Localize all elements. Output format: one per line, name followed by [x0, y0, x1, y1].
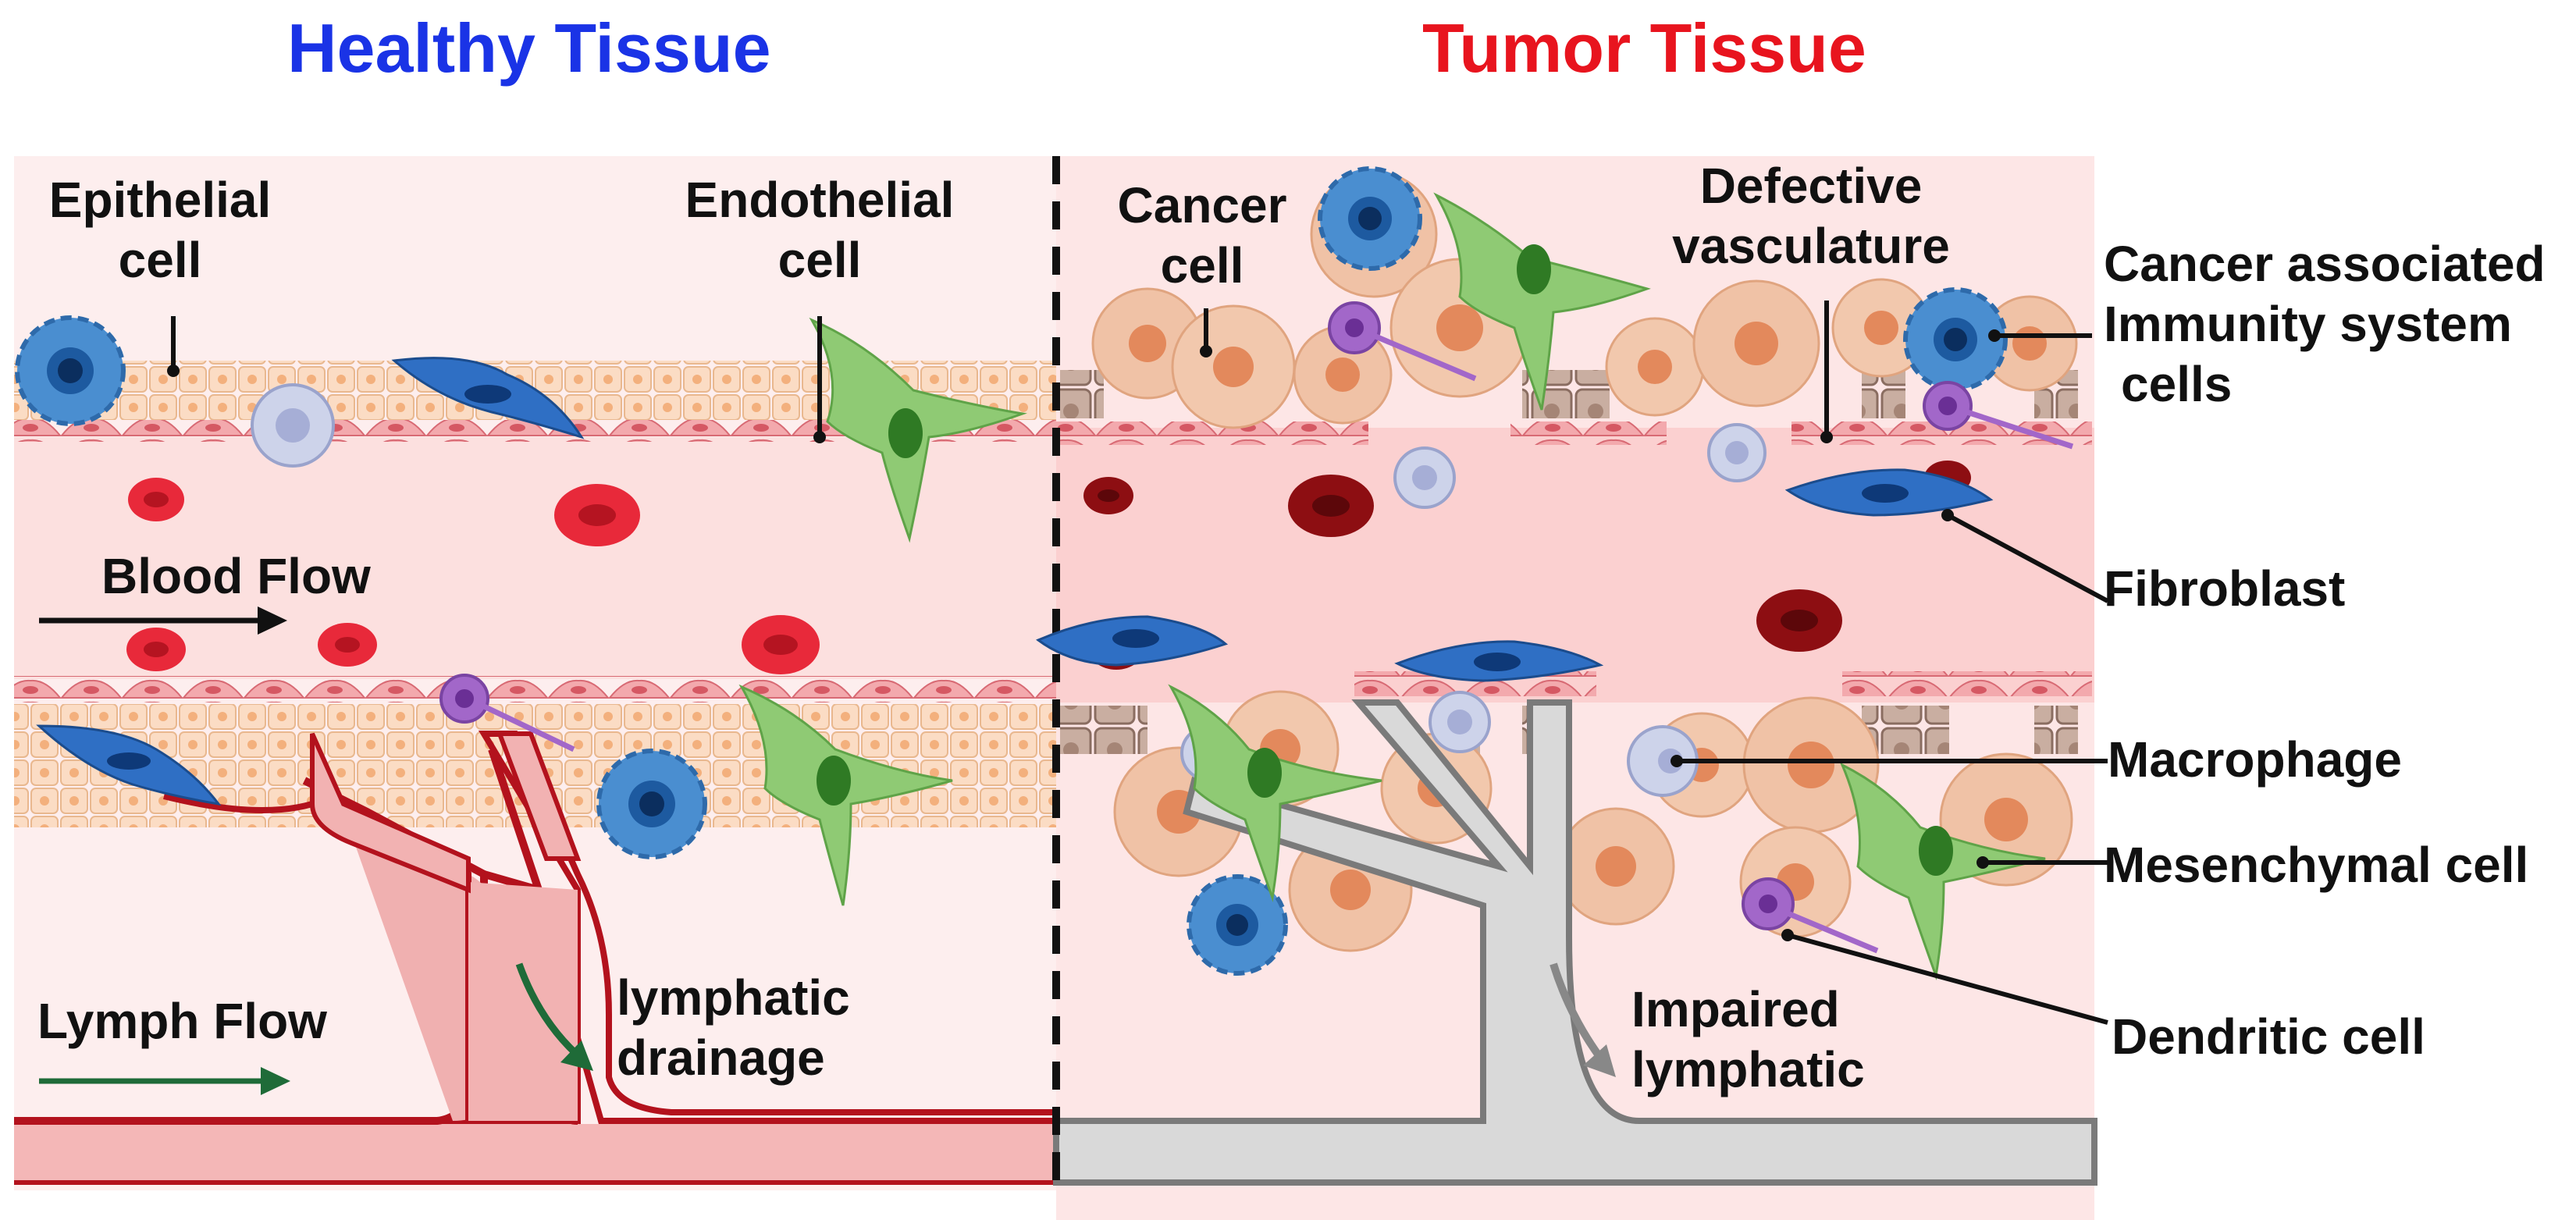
impaired-lymphatic-arrow: [1550, 962, 1616, 1077]
label-epithelial-cell: Epithelial cell: [48, 172, 272, 288]
label-endothelial-cell: Endothelial cell: [685, 172, 955, 288]
lymphatic-vessel-impaired: [1053, 699, 2097, 1186]
label-defective-vasculature: Defective vasculature: [1672, 158, 1950, 274]
endothelium-tumor-top: [1056, 421, 2092, 445]
lymphatic-drainage-arrow: [515, 962, 593, 1071]
blood-flow-arrow: [39, 606, 287, 635]
label-fibroblast: Fibroblast: [2104, 560, 2346, 617]
lymphatic-vessel-healthy: [14, 731, 1056, 1185]
lymph-flow-arrow: [39, 1067, 290, 1095]
cancer-cell-cluster-top: [1091, 170, 2078, 429]
immune-cells: [15, 166, 2008, 976]
label-cancer-cell: Cancer cell: [1117, 177, 1287, 293]
mesenchymal-cells: [738, 192, 2046, 980]
label-blood-flow: Blood Flow: [101, 548, 371, 604]
pointer-dots: [167, 329, 2001, 941]
healthy-tissue-title: Healthy Tissue: [287, 9, 771, 87]
red-blood-cells: [126, 461, 1971, 674]
blood-channel-healthy: [14, 437, 1056, 679]
dendritic-cells: [439, 301, 2074, 954]
label-lymph-flow: Lymph Flow: [37, 993, 327, 1049]
label-lymphatic-drainage: lymphatic drainage: [617, 969, 850, 1086]
pointer-lines: [171, 301, 2109, 1025]
label-macrophage: Macrophage: [2108, 731, 2402, 788]
tumor-tissue-title: Tumor Tissue: [1422, 9, 1866, 87]
label-mesenchymal-cell: Mesenchymal cell: [2104, 837, 2529, 893]
label-impaired-lymphatic: Impaired lymphatic: [1631, 981, 1865, 1097]
label-dendritic-cell: Dendritic cell: [2112, 1008, 2425, 1065]
endothelium-healthy-bottom: [14, 676, 1056, 702]
endothelium-tumor-bottom: [1354, 671, 2092, 696]
fibroblasts: [36, 357, 1994, 806]
label-cancer-associated-immunity: Cancer associated Immunity system cells: [2104, 236, 2546, 412]
